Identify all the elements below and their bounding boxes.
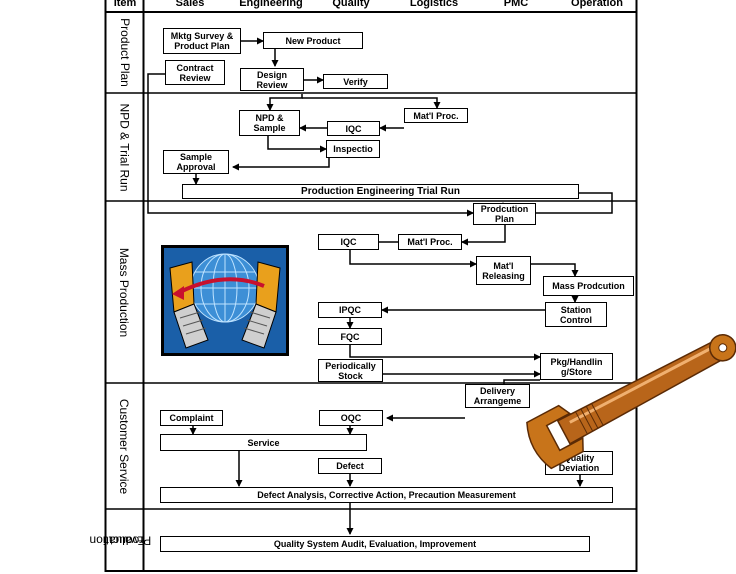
periodically-stock-box: Periodically Stock bbox=[318, 359, 383, 382]
defect-analysis-box: Defect Analysis, Corrective Action, Prec… bbox=[160, 487, 613, 503]
matl-proc-box-1: Mat'l Proc. bbox=[404, 108, 468, 123]
iqc-box-1: IQC bbox=[327, 121, 380, 136]
matl-releasing-box: Mat'l Releasing bbox=[476, 256, 531, 285]
column-header-pmc: PMC bbox=[503, 0, 529, 9]
ipqc-box: IPQC bbox=[318, 302, 382, 318]
iqc-box-2: IQC bbox=[318, 234, 379, 250]
column-header-logistics: Logistics bbox=[409, 0, 459, 9]
service-box: Service bbox=[160, 434, 367, 451]
npd-sample-box: NPD & Sample bbox=[239, 110, 300, 136]
delivery-arrangement-box: Delivery Arrangeme bbox=[465, 384, 530, 408]
column-header-item: Item bbox=[113, 0, 137, 9]
quality-audit-box: Quality System Audit, Evaluation, Improv… bbox=[160, 536, 590, 552]
design-review-box: Design Review bbox=[240, 68, 304, 91]
pkg-handling-box: Pkg/Handlin g/Store bbox=[540, 353, 613, 380]
inspection-box: Inspectio bbox=[326, 140, 380, 158]
mass-production-box: Mass Prodcution bbox=[543, 276, 634, 296]
quality-deviation-box: Quality Deviation bbox=[545, 451, 613, 475]
station-control-box: Station Control bbox=[545, 302, 607, 327]
mktg-survey-box: Mktg Survey & Product Plan bbox=[163, 28, 241, 54]
column-header-sales: Sales bbox=[175, 0, 205, 9]
new-product-box: New Product bbox=[263, 32, 363, 49]
verify-box: Verify bbox=[323, 74, 388, 89]
production-plan-box: Prodcution Plan bbox=[473, 203, 536, 225]
matl-proc-box-2: Mat'l Proc. bbox=[398, 234, 462, 250]
complaint-box: Complaint bbox=[160, 410, 223, 426]
globe-computers-graphic bbox=[164, 248, 286, 353]
defect-box: Defect bbox=[318, 458, 382, 474]
sample-approval-box: Sample Approval bbox=[163, 150, 229, 174]
clipart-network-image bbox=[161, 245, 289, 356]
column-header-engineering: Engineering bbox=[239, 0, 303, 9]
column-header-operation: Operation bbox=[571, 0, 623, 9]
contract-review-box: Contract Review bbox=[165, 60, 225, 85]
fqc-box: FQC bbox=[318, 328, 382, 345]
column-header-quality: Quality bbox=[332, 0, 370, 9]
trial-run-box: Production Engineering Trial Run bbox=[182, 184, 579, 199]
oqc-box: OQC bbox=[319, 410, 383, 426]
